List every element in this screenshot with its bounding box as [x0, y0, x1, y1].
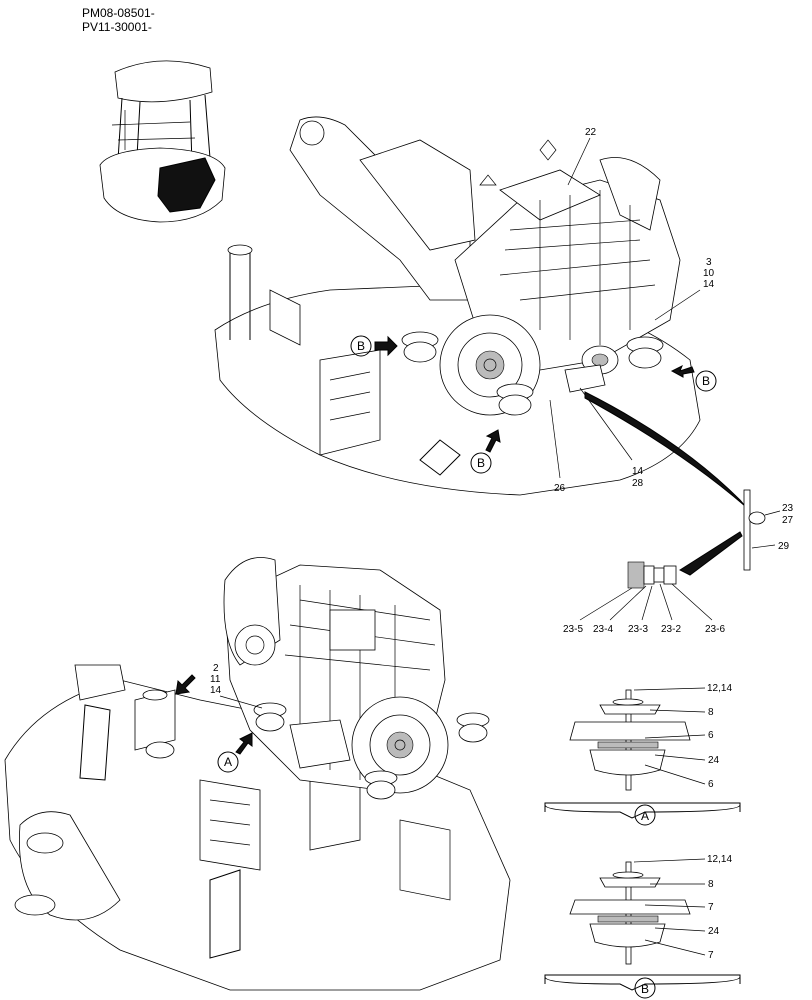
detail-b: B	[544, 858, 741, 999]
callout-23-3: 23-3	[628, 624, 648, 635]
header-line-2: PV11-30001-	[82, 20, 152, 34]
svg-text:B: B	[641, 982, 649, 996]
callout-27: 27	[782, 515, 794, 526]
svg-text:B: B	[477, 456, 485, 470]
callout-28: 28	[632, 478, 644, 489]
detail-a-callout-3: 6	[708, 730, 714, 741]
view-marker-b-left: B	[350, 335, 398, 357]
detail-a: A	[544, 687, 741, 826]
machine-thumbnail	[99, 60, 226, 223]
detail-a-callout-4: 24	[708, 755, 720, 766]
view-marker-a-lower: A	[217, 732, 253, 773]
callout-14-mid: 14	[632, 466, 644, 477]
lower-leader-2-11-14	[219, 695, 263, 709]
detail-b-callout-1: 12,14	[707, 854, 732, 865]
callout-2: 2	[213, 663, 219, 674]
view-marker-b-bottom: B	[470, 429, 501, 474]
callout-14-lower: 14	[210, 685, 222, 696]
sensor-rod-detail	[743, 489, 781, 571]
callout-29: 29	[778, 541, 790, 552]
detail-b-callout-5: 7	[708, 950, 714, 961]
callout-23: 23	[782, 503, 794, 514]
callout-3: 3	[706, 257, 712, 268]
header-line-1: PM08-08501-	[82, 6, 155, 20]
svg-text:A: A	[641, 809, 649, 823]
lower-engine	[223, 557, 490, 800]
svg-text:A: A	[224, 755, 232, 769]
detail-a-callout-2: 8	[708, 707, 714, 718]
svg-text:B: B	[357, 339, 365, 353]
svg-text:B: B	[702, 374, 710, 388]
callout-22: 22	[585, 127, 597, 138]
callout-26: 26	[554, 483, 566, 494]
callout-11: 11	[210, 674, 221, 685]
detail-b-callout-4: 24	[708, 926, 720, 937]
upper-engine	[401, 157, 681, 416]
detail-b-callout-2: 8	[708, 879, 714, 890]
callout-14-upper: 14	[703, 279, 715, 290]
callout-23-6: 23-6	[705, 624, 725, 635]
connector-detail	[579, 561, 713, 621]
detail-a-callout-1: 12,14	[707, 683, 732, 694]
callout-23-2: 23-2	[661, 624, 681, 635]
callout-23-4: 23-4	[593, 624, 613, 635]
arrow-lower-left	[175, 674, 196, 695]
view-marker-b-right: B	[670, 364, 717, 392]
callout-23-5: 23-5	[563, 624, 583, 635]
callout-10: 10	[703, 268, 715, 279]
detail-b-callout-3: 7	[708, 902, 714, 913]
detail-a-callout-5: 6	[708, 779, 714, 790]
